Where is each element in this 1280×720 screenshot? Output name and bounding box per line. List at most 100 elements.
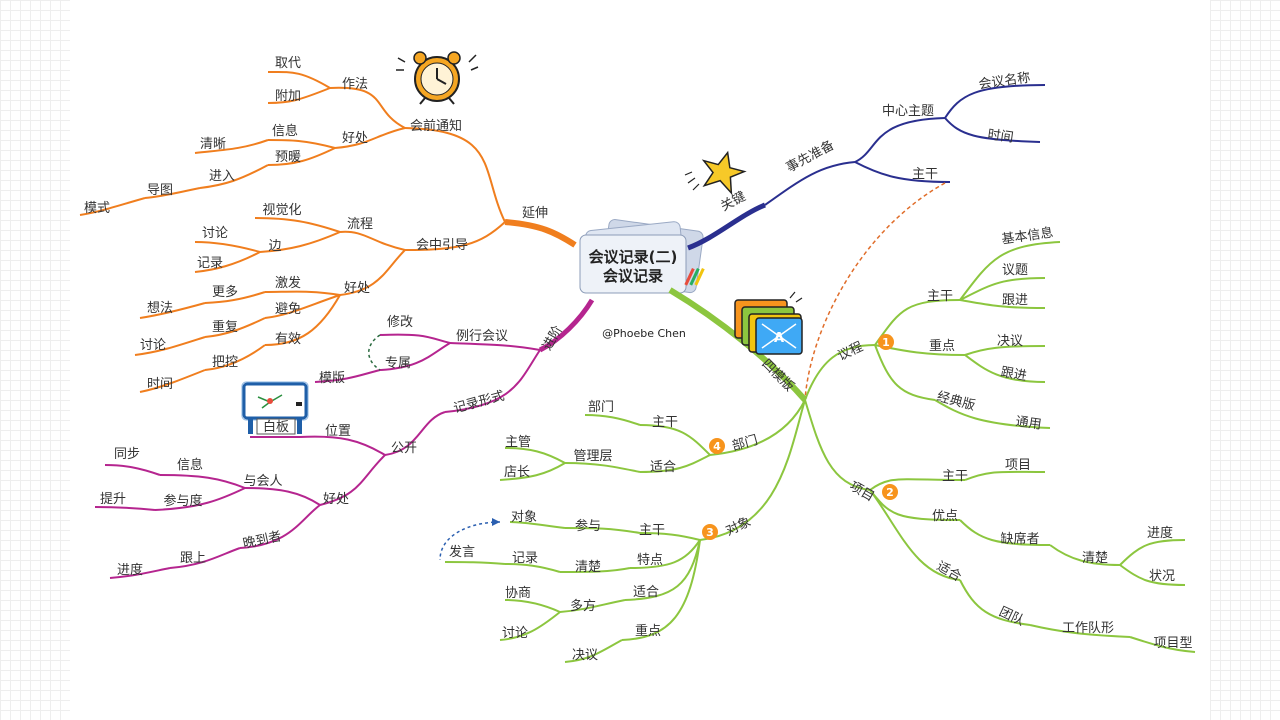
- label-whiteboard[interactable]: 白板: [263, 419, 289, 435]
- label-flow[interactable]: 流程: [347, 217, 373, 232]
- label-management[interactable]: 管理层: [573, 449, 612, 464]
- label-public[interactable]: 公开: [391, 441, 417, 456]
- label-routine[interactable]: 例行会议: [456, 329, 508, 344]
- label-project-item[interactable]: 项目: [1005, 458, 1031, 473]
- svg-text:2: 2: [886, 486, 894, 499]
- label-template[interactable]: 模版: [319, 371, 345, 386]
- label-prep[interactable]: 事先准备: [783, 137, 836, 176]
- label-store-manager[interactable]: 店长: [504, 465, 530, 480]
- label-replace[interactable]: 取代: [275, 56, 301, 71]
- label-object-trunk[interactable]: 主干: [639, 523, 665, 538]
- label-multi-party[interactable]: 多方: [570, 598, 596, 614]
- label-participate[interactable]: 参与: [575, 518, 601, 534]
- label-absent[interactable]: 缺席者: [1000, 531, 1039, 547]
- label-follow[interactable]: 跟上: [180, 551, 206, 566]
- label-visual[interactable]: 视觉化: [262, 203, 301, 218]
- label-attach[interactable]: 附加: [275, 89, 301, 104]
- label-idea[interactable]: 想法: [147, 300, 173, 316]
- label-general[interactable]: 通用: [1015, 414, 1043, 432]
- alarm-clock-icon: [396, 51, 479, 105]
- label-clear[interactable]: 清晰: [200, 137, 226, 152]
- label-object-record[interactable]: 记录: [512, 551, 538, 566]
- label-follow-up[interactable]: 跟进: [1002, 293, 1028, 308]
- label-benefit-3[interactable]: 好处: [323, 492, 349, 507]
- label-warmup[interactable]: 预暖: [275, 150, 301, 165]
- label-control[interactable]: 把控: [212, 355, 238, 370]
- label-info-2[interactable]: 信息: [177, 457, 203, 473]
- label-speak[interactable]: 发言: [449, 544, 475, 560]
- label-excite[interactable]: 激发: [275, 275, 301, 291]
- label-object-suitable[interactable]: 适合: [633, 585, 659, 600]
- label-feature[interactable]: 特点: [637, 553, 663, 568]
- label-sync[interactable]: 同步: [114, 447, 140, 462]
- label-agenda-key[interactable]: 重点: [929, 338, 955, 354]
- label-time[interactable]: 时间: [147, 377, 173, 392]
- label-info[interactable]: 信息: [272, 123, 298, 139]
- label-enter[interactable]: 进入: [209, 169, 235, 184]
- label-effective[interactable]: 有效: [275, 332, 301, 347]
- label-guide[interactable]: 会中引导: [416, 238, 468, 253]
- label-project[interactable]: 项目: [847, 479, 877, 505]
- label-four-templates[interactable]: 四模版: [758, 356, 796, 394]
- label-map[interactable]: 导图: [147, 183, 173, 198]
- label-dept[interactable]: 部门: [588, 400, 614, 415]
- label-record[interactable]: 记录: [197, 256, 223, 271]
- label-object-decision[interactable]: 决议: [572, 648, 598, 663]
- label-benefit[interactable]: 好处: [342, 131, 368, 146]
- label-object-key[interactable]: 重点: [635, 623, 661, 639]
- label-pre-notice[interactable]: 会前通知: [410, 118, 462, 134]
- label-negotiate[interactable]: 协商: [505, 586, 531, 601]
- label-extend[interactable]: 延伸: [522, 206, 548, 221]
- label-improve[interactable]: 提升: [100, 491, 126, 507]
- label-follow-up-2[interactable]: 跟进: [999, 365, 1027, 384]
- branch-guide: [404, 221, 506, 251]
- label-topic[interactable]: 议题: [1002, 263, 1028, 278]
- label-target[interactable]: 对象: [511, 510, 537, 525]
- label-project-clear[interactable]: 清楚: [1082, 551, 1108, 566]
- label-record-form[interactable]: 记录形式: [452, 389, 506, 417]
- label-project-progress[interactable]: 进度: [1147, 525, 1173, 541]
- label-more[interactable]: 更多: [212, 284, 238, 300]
- label-project-trunk[interactable]: 主干: [942, 469, 968, 484]
- label-supervisor[interactable]: 主管: [505, 435, 531, 450]
- label-discuss[interactable]: 讨论: [202, 226, 228, 241]
- label-meeting-name[interactable]: 会议名称: [978, 69, 1032, 92]
- label-late[interactable]: 晚到者: [242, 529, 283, 552]
- label-dept-suitable[interactable]: 适合: [650, 460, 676, 475]
- label-side[interactable]: 边: [268, 239, 281, 254]
- label-team[interactable]: 团队: [997, 605, 1027, 630]
- label-progress[interactable]: 进度: [117, 562, 143, 578]
- label-key-time[interactable]: 时间: [987, 127, 1015, 145]
- label-agenda-trunk[interactable]: 主干: [927, 289, 953, 304]
- label-project-type[interactable]: 项目型: [1153, 636, 1192, 651]
- label-status[interactable]: 状况: [1149, 569, 1175, 584]
- label-repeat[interactable]: 重复: [212, 319, 238, 335]
- svg-text:1: 1: [882, 336, 890, 349]
- label-advantage[interactable]: 优点: [932, 509, 958, 524]
- label-object-clear[interactable]: 清楚: [575, 560, 601, 575]
- label-key-trunk[interactable]: 主干: [912, 167, 938, 182]
- label-decision[interactable]: 决议: [997, 334, 1023, 349]
- label-position[interactable]: 位置: [325, 424, 351, 439]
- label-object-discuss[interactable]: 讨论: [502, 626, 528, 641]
- label-participation[interactable]: 参与度: [163, 493, 202, 509]
- label-discuss-2[interactable]: 讨论: [140, 338, 166, 353]
- label-dept-trunk[interactable]: 主干: [652, 415, 678, 430]
- label-avoid[interactable]: 避免: [275, 302, 301, 317]
- label-center-topic[interactable]: 中心主题: [882, 104, 934, 119]
- label-department[interactable]: 部门: [731, 433, 760, 454]
- central-topic[interactable]: 会议记录(二) 会议记录 @Phoebe Chen: [579, 219, 705, 340]
- label-attendees[interactable]: 与会人: [243, 474, 282, 489]
- label-dedicated[interactable]: 专属: [385, 356, 411, 371]
- label-formation[interactable]: 工作队形: [1062, 621, 1114, 636]
- label-mode[interactable]: 模式: [84, 201, 110, 216]
- label-benefit-2[interactable]: 好处: [344, 281, 370, 296]
- label-basic-info[interactable]: 基本信息: [1001, 224, 1055, 247]
- label-object[interactable]: 对象: [724, 515, 754, 540]
- label-key[interactable]: 关键: [718, 189, 748, 214]
- label-project-suitable[interactable]: 适合: [934, 559, 964, 585]
- label-modify[interactable]: 修改: [387, 315, 413, 330]
- label-method[interactable]: 作法: [342, 77, 368, 92]
- label-agenda[interactable]: 议程: [836, 340, 866, 365]
